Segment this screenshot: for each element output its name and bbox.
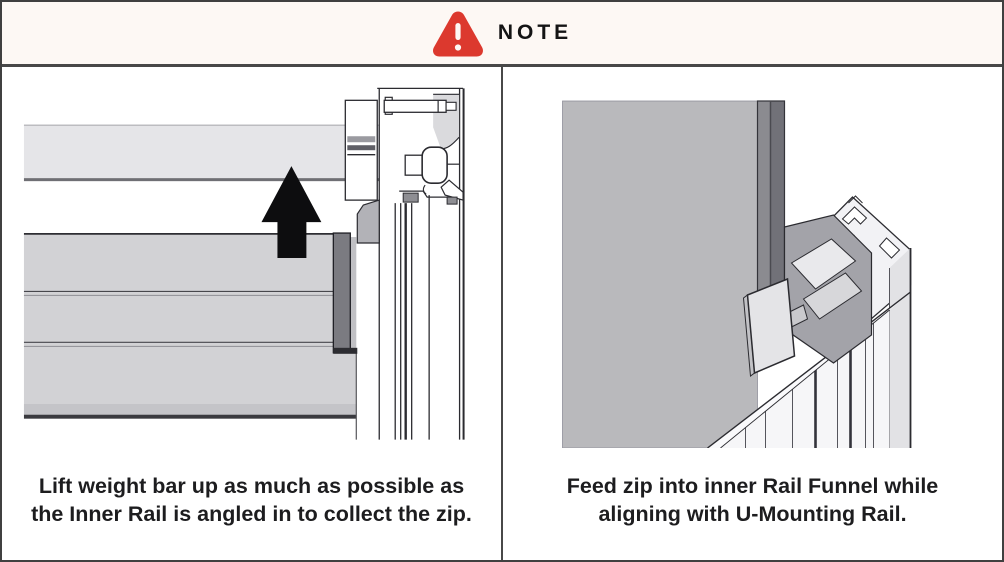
- inner-rail-profile: [377, 87, 465, 440]
- lift-up-arrow: [261, 166, 322, 258]
- warning-triangle-icon: [432, 11, 483, 57]
- note-label: NOTE: [497, 21, 573, 44]
- zip-screen: [562, 100, 758, 448]
- lift-weight-bar-diagram: [23, 87, 465, 440]
- left-caption: Lift weight bar up as much as possible a…: [2, 448, 501, 560]
- top-bar: [23, 124, 380, 182]
- figure-content: Lift weight bar up as much as possible a…: [2, 67, 1002, 560]
- right-caption-text: Feed zip into inner Rail Funnel while al…: [566, 473, 939, 526]
- weight-bar: [23, 232, 357, 440]
- inner-rail-funnel: [783, 214, 873, 364]
- rail-funnel-wedge: [356, 199, 380, 244]
- feed-zip-diagram: [562, 100, 912, 448]
- funnel-flap: [742, 277, 796, 377]
- panel-lift-weight-bar: Lift weight bar up as much as possible a…: [2, 67, 503, 560]
- rail-carriage-mechanism: [344, 93, 464, 205]
- left-caption-text: Lift weight bar up as much as possible a…: [31, 473, 472, 526]
- panel-feed-zip: Feed zip into inner Rail Funnel while al…: [503, 67, 1002, 560]
- u-mounting-rail-right-face: [889, 248, 912, 448]
- weight-bar-end-bracket: [332, 232, 358, 354]
- right-caption: Feed zip into inner Rail Funnel while al…: [503, 448, 1002, 560]
- note-header: NOTE: [2, 2, 1002, 67]
